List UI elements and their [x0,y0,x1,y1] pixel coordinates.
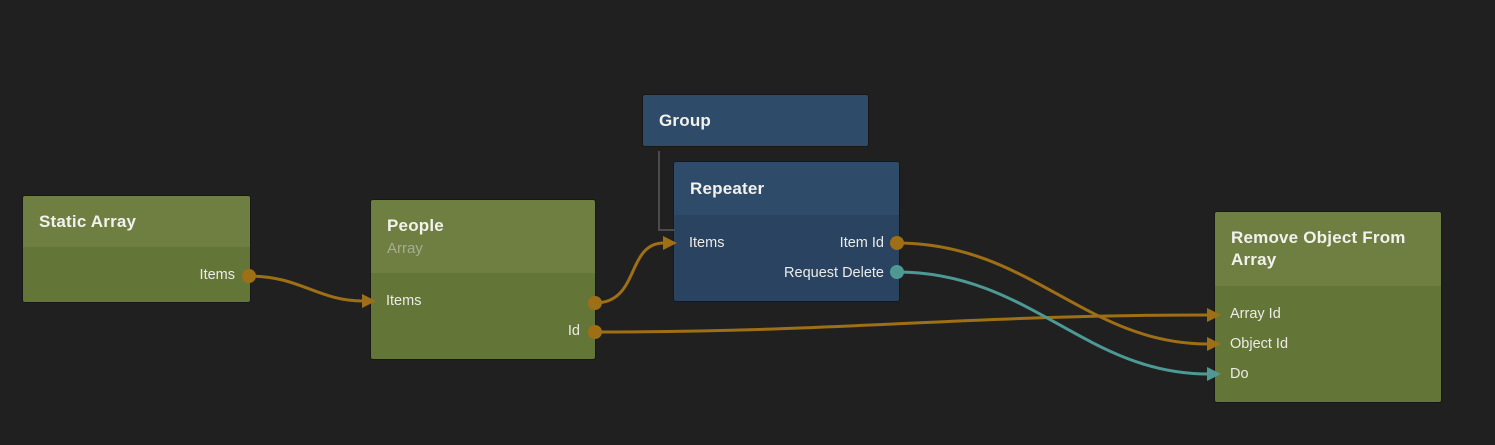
port-row: Do [1215,359,1441,389]
node-remove-body: Array Id Object Id Do [1215,286,1441,402]
port-row: Id [371,316,595,346]
node-remove-header: Remove Object From Array [1215,212,1441,286]
arrowhead-remove-do [1207,367,1221,381]
connector-dot-staticarray-items[interactable] [242,269,256,283]
connector-dot-people-id[interactable] [588,325,602,339]
port-request-delete-output[interactable]: Request Delete [784,265,884,281]
node-static-array-body: Items [23,247,250,302]
port-row: Items [371,286,595,316]
node-static-array-header: Static Array [23,196,250,247]
connector-dot-repeater-requestdelete[interactable] [890,265,904,279]
node-people[interactable]: People Array Items Id [371,200,595,359]
node-remove-object-from-array[interactable]: Remove Object From Array Array Id Object… [1215,212,1441,402]
node-title: Static Array [39,211,137,231]
port-row: Items [23,260,250,290]
node-people-body: Items Id [371,273,595,359]
node-people-header: People Array [371,200,595,273]
wire-repeater-itemid-to-remove-objectid[interactable] [895,241,1210,346]
node-title: People [387,215,444,235]
connector-dot-people-items[interactable] [588,296,602,310]
node-group[interactable]: Group [643,95,868,146]
node-static-array[interactable]: Static Array Items [23,196,250,302]
arrowhead-repeater-items [663,236,677,250]
port-row: Array Id [1215,299,1441,329]
port-items-input[interactable]: Items [386,293,422,309]
node-subtitle: Array [387,239,423,257]
port-array-id-input[interactable]: Array Id [1230,306,1281,322]
hierarchy-connector-group-repeater [658,151,675,231]
port-items-input[interactable]: Items [689,235,725,251]
node-repeater[interactable]: Repeater Items Item Id Request Delete [674,162,899,301]
arrowhead-remove-objectid [1207,337,1221,351]
node-title: Group [659,110,711,130]
wire-people-items-to-repeater-items[interactable] [593,241,666,305]
port-row: Object Id [1215,329,1441,359]
port-item-id-output[interactable]: Item Id [839,235,884,251]
wire-repeater-requestdelete-to-remove-do[interactable] [895,270,1210,376]
port-object-id-input[interactable]: Object Id [1230,336,1289,352]
port-items-output[interactable]: Items [199,267,235,283]
node-repeater-body: Items Item Id Request Delete [674,215,899,301]
wire-staticarray-items-to-people-items[interactable] [247,274,365,303]
node-group-header: Group [643,95,868,146]
arrowhead-people-items [362,294,376,308]
node-title: Remove Object From Array [1231,228,1406,269]
port-id-output[interactable]: Id [567,323,580,339]
port-do-input[interactable]: Do [1230,366,1249,382]
wire-people-id-to-remove-arrayid[interactable] [593,313,1210,334]
arrowhead-remove-arrayid [1207,308,1221,322]
node-title: Repeater [690,178,765,198]
node-repeater-header: Repeater [674,162,899,215]
port-row: Items Item Id [674,228,899,258]
port-row: Request Delete [674,258,899,288]
connector-dot-repeater-itemid[interactable] [890,236,904,250]
